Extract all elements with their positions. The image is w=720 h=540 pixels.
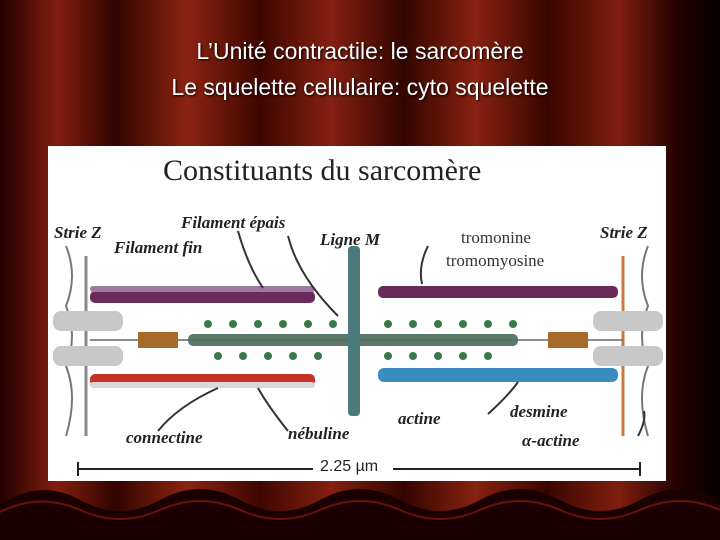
connectine-label: connectine	[126, 428, 203, 447]
sarcomere-figure: Constituants du sarcomère Strie Z Filame…	[48, 146, 666, 481]
tromomyosine-label: tromomyosine	[446, 251, 545, 270]
scale-bar-label: 2.25 µm	[320, 458, 379, 475]
actine-label: actine	[398, 409, 441, 428]
slide-title-line-2: Le squelette cellulaire: cyto squelette	[171, 74, 549, 100]
sarcomere-diagram	[53, 230, 663, 479]
tromonine-label: tromonine	[461, 228, 531, 247]
nebuline-label: nébuline	[288, 424, 350, 443]
strie-z-left-label: Strie Z	[54, 223, 102, 242]
filament-epais-label: Filament épais	[181, 213, 286, 232]
ligne-m-label: Ligne M	[320, 230, 380, 249]
slide-title-line-1: L’Unité contractile: le sarcomère	[196, 38, 524, 64]
filament-fin-label: Filament fin	[114, 238, 203, 257]
figure-heading: Constituants du sarcomère	[163, 154, 482, 187]
alpha-actine-label: α-actine	[522, 431, 580, 450]
desmine-label: desmine	[510, 402, 568, 421]
strie-z-right-label: Strie Z	[600, 223, 648, 242]
